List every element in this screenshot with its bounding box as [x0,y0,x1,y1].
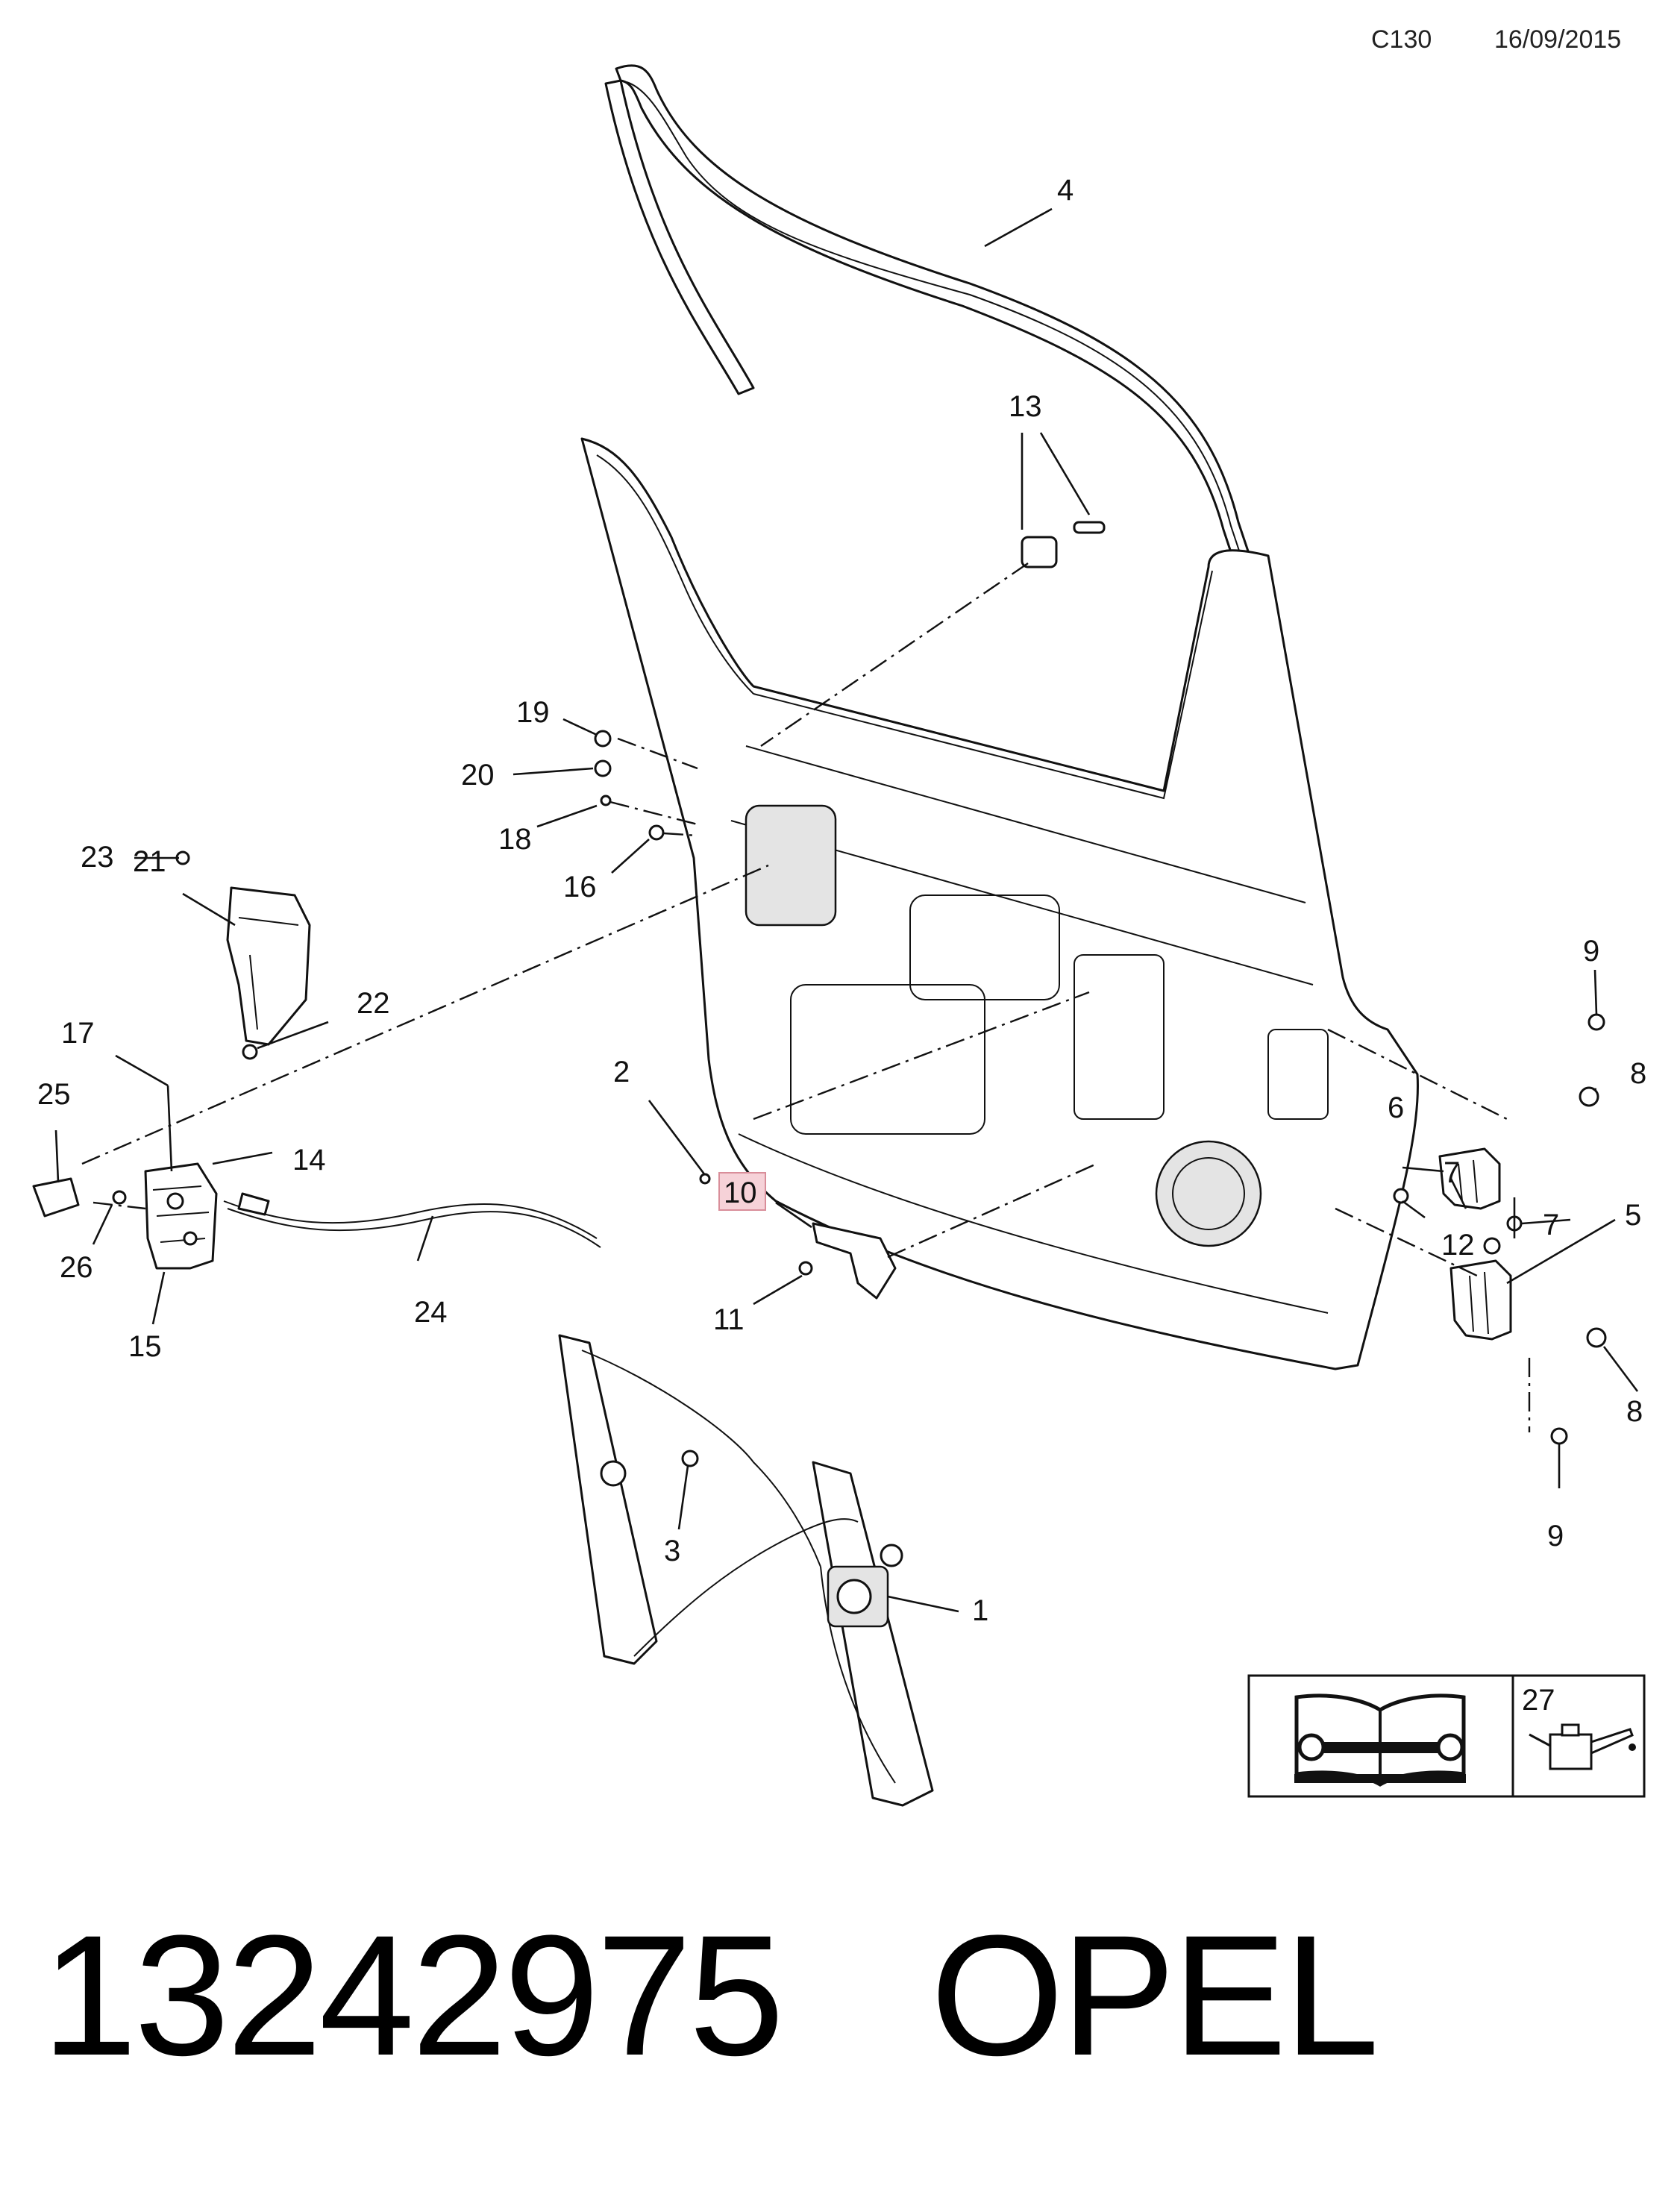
callout-12[interactable]: 12 [1441,1229,1475,1262]
diagram-date: 16/09/2015 [1494,25,1622,54]
glass-clip-part-13 [1021,521,1106,568]
callout-7-lower[interactable]: 7 [1543,1209,1559,1241]
callout-10[interactable]: 10 [724,1176,757,1209]
callout-25[interactable]: 25 [37,1078,71,1111]
callout-8-bottom[interactable]: 8 [1626,1395,1643,1428]
oil-can-icon [1529,1723,1636,1770]
callout-6[interactable]: 6 [1388,1091,1404,1124]
window-regulator-part-1 [558,1334,934,1807]
callout-15[interactable]: 15 [128,1330,162,1363]
callout-24[interactable]: 24 [414,1296,448,1329]
leader-lines [54,207,1639,1613]
callout-26[interactable]: 26 [60,1251,93,1284]
callout-9-top[interactable]: 9 [1583,935,1599,968]
callout-9-bottom[interactable]: 9 [1547,1520,1564,1552]
assembly-lines [81,563,1531,1432]
callout-8-top[interactable]: 8 [1630,1057,1646,1090]
door-shell-part-2 [580,437,1419,1370]
callout-20[interactable]: 20 [461,759,495,792]
door-check-part-10 [812,1222,897,1300]
legend-box: 27 [1247,1674,1646,1798]
lower-hinge-part-5 [1449,1259,1512,1341]
callout-14[interactable]: 14 [292,1144,326,1176]
callout-3[interactable]: 3 [664,1535,680,1567]
callout-22[interactable]: 22 [357,987,390,1020]
lock-cable-part-24 [223,1192,601,1248]
upper-hinge-part-6 [1438,1147,1501,1210]
callout-10-highlight [718,1172,766,1211]
callout-23[interactable]: 23 [81,841,114,874]
door-lock-part-15 [144,1162,218,1270]
part-number: 13242975 [42,1899,784,2091]
callout-27[interactable]: 27 [1522,1684,1555,1717]
brand-name: OPEL [930,1899,1379,2091]
callout-11[interactable]: 11 [713,1303,745,1336]
callout-4[interactable]: 4 [1057,174,1073,207]
callout-21[interactable]: 21 [133,845,166,878]
callout-16[interactable]: 16 [563,871,597,903]
callout-18[interactable]: 18 [498,823,532,856]
callout-5[interactable]: 5 [1625,1199,1641,1232]
callout-2[interactable]: 2 [613,1056,630,1088]
manual-wrench-icon [1294,1693,1466,1787]
callout-13[interactable]: 13 [1009,390,1042,423]
lock-cover-part-21 [226,886,311,1046]
fasteners [32,730,1607,1467]
callout-1[interactable]: 1 [972,1594,988,1627]
diagram-code: C130 [1371,25,1432,54]
callout-17[interactable]: 17 [61,1017,95,1050]
callout-19[interactable]: 19 [516,696,550,729]
callout-7-upper[interactable]: 7 [1444,1156,1460,1189]
callout-labels: 4 13 19 20 18 16 21 23 22 17 25 14 26 15… [37,174,1646,1627]
